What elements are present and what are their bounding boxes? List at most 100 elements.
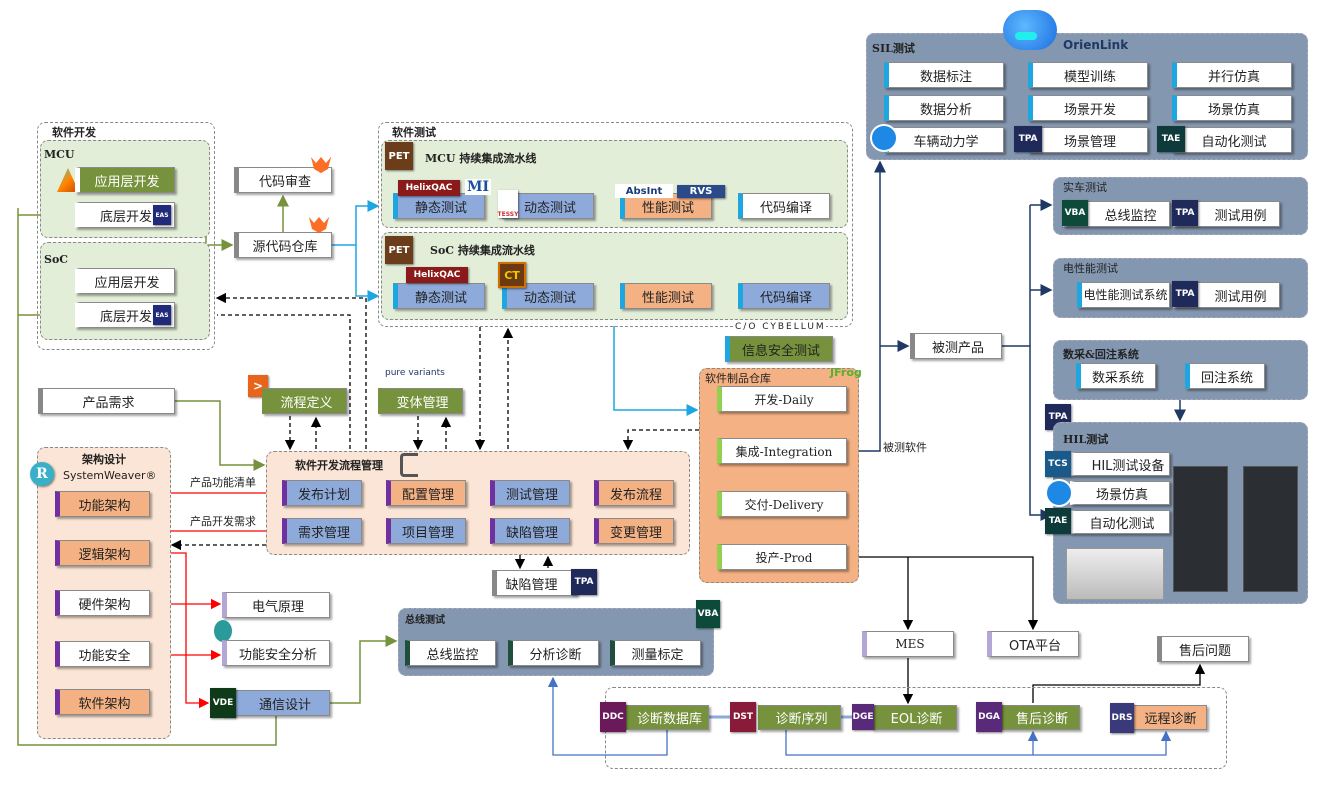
vba-icon: VBA [696, 600, 720, 628]
arch-item[interactable]: 功能安全 [55, 641, 150, 667]
tcs-icon: TCS [1045, 451, 1071, 477]
sil-item[interactable]: 并行仿真 [1172, 62, 1292, 88]
diag-db-box[interactable]: 诊断数据库 [626, 705, 709, 730]
dst-icon: DST [730, 702, 756, 732]
pm-item[interactable]: 项目管理 [386, 518, 466, 544]
dge-icon: DGE [852, 704, 874, 730]
bus-test-item[interactable]: 分析诊断 [508, 640, 599, 666]
stage-prod-box[interactable]: 投产-Prod [717, 544, 847, 570]
drs-icon: DRS [1110, 703, 1134, 733]
safety-tool-icon [214, 620, 232, 642]
bus-test-item[interactable]: 总线监控 [405, 640, 496, 666]
daq-system-box[interactable]: 数采系统 [1076, 363, 1156, 389]
jfrog-logo: JFrog [830, 366, 862, 379]
replay-system-box[interactable]: 回注系统 [1185, 363, 1265, 389]
sil-item[interactable]: 车辆动力学 [884, 127, 1004, 153]
remote-diag-box[interactable]: 远程诊断 [1130, 705, 1207, 730]
source-repo-box[interactable]: 源代码仓库 [234, 232, 332, 258]
artifact-repo-title: 软件制品仓库 [705, 372, 771, 385]
after-sales-diag-box[interactable]: 售后诊断 [1000, 705, 1080, 730]
process-def-box[interactable]: 流程定义 [262, 388, 347, 414]
sil-item[interactable]: 数据分析 [884, 95, 1004, 121]
software-under-test-label: 被测软件 [883, 441, 927, 454]
pm-item[interactable]: 需求管理 [282, 518, 362, 544]
mcu-pipeline-title: MCU 持续集成流水线 [425, 152, 537, 165]
eas-icon: EAS [153, 305, 171, 325]
soc-perf-test-box[interactable]: 性能测试 [620, 283, 712, 309]
pm-item[interactable]: 发布计划 [282, 480, 362, 506]
comm-design-box[interactable]: 通信设计 [222, 690, 330, 716]
stage-integration-box[interactable]: 集成-Integration [717, 438, 847, 464]
daq-title: 数采&回注系统 [1063, 348, 1139, 361]
pm-item[interactable]: 测试管理 [490, 480, 570, 506]
safety-analysis-box[interactable]: 功能安全分析 [222, 640, 330, 666]
arch-item[interactable]: 硬件架构 [55, 590, 150, 616]
product-under-test-box[interactable]: 被测产品 [910, 333, 1002, 359]
stage-delivery-box[interactable]: 交付-Delivery [717, 491, 847, 517]
soc-static-test-box[interactable]: 静态测试 [393, 283, 485, 309]
sil-title: SIL测试 [872, 42, 915, 55]
tpa-icon: TPA [1014, 126, 1042, 152]
sil-item[interactable]: 数据标注 [884, 62, 1004, 88]
scene-sim-box[interactable]: 场景仿真 [1070, 481, 1170, 505]
process-mgmt-title: 软件开发流程管理 [295, 459, 383, 472]
sil-item[interactable]: 场景仿真 [1172, 95, 1292, 121]
sil-item[interactable]: 自动化测试 [1172, 127, 1292, 153]
diag-seq-box[interactable]: 诊断序列 [758, 705, 841, 730]
eol-diag-box[interactable]: EOL诊断 [872, 705, 957, 730]
sil-item[interactable]: 模型训练 [1028, 62, 1148, 88]
soc-pipeline-title: SoC 持续集成流水线 [430, 244, 535, 257]
vde-icon: VDE [210, 688, 236, 718]
electrical-schematic-box[interactable]: 电气原理 [222, 592, 330, 618]
pm-item[interactable]: 变更管理 [594, 518, 674, 544]
software-dev-title: 软件开发 [52, 126, 96, 139]
speedometer-icon [870, 124, 898, 152]
product-req-box[interactable]: 产品需求 [38, 388, 175, 414]
mcu-static-test-box[interactable]: 静态测试 [393, 193, 485, 219]
auto-test-box[interactable]: 自动化测试 [1070, 510, 1170, 534]
pm-item[interactable]: 发布流程 [594, 480, 674, 506]
electrical-system-box[interactable]: 电性能测试系统 [1077, 282, 1170, 308]
pm-item[interactable]: 缺陷管理 [490, 518, 570, 544]
orienlink-cloud-icon [1003, 10, 1057, 50]
tae-icon: TAE [1045, 508, 1071, 534]
absint-logo: AbsInt [615, 184, 673, 198]
arch-item[interactable]: 逻辑架构 [55, 540, 150, 566]
code-review-box[interactable]: 代码审查 [234, 167, 332, 193]
soc-title: SoC [44, 253, 69, 266]
sil-item[interactable]: 场景管理 [1028, 127, 1148, 153]
helixqac-logo: HelixQAC [398, 180, 460, 196]
electrical-title: 电性能测试 [1063, 262, 1118, 275]
arch-title: 架构设计 [82, 453, 126, 466]
mcu-compile-box[interactable]: 代码编译 [738, 193, 830, 219]
soc-compile-box[interactable]: 代码编译 [738, 283, 830, 309]
sil-item[interactable]: 场景开发 [1028, 95, 1148, 121]
mi-logo: MI [465, 179, 491, 195]
security-test-box[interactable]: 信息安全测试 [725, 336, 833, 362]
dev-req-label: 产品开发需求 [190, 515, 256, 528]
variant-mgmt-box[interactable]: 变体管理 [378, 388, 463, 414]
hil-device-box[interactable]: HIL测试设备 [1070, 452, 1170, 476]
tae-icon: TAE [1157, 126, 1185, 152]
after-sales-issue-box[interactable]: 售后问题 [1157, 636, 1249, 662]
bus-test-item[interactable]: 测量标定 [610, 640, 701, 666]
pm-item[interactable]: 配置管理 [386, 480, 466, 506]
mes-box[interactable]: MES [862, 631, 954, 657]
r-logo-icon: R [30, 462, 54, 486]
soc-app-dev-box[interactable]: 应用层开发 [75, 268, 175, 294]
tpa-icon: TPA [1172, 281, 1198, 307]
defect-mgmt-box[interactable]: 缺陷管理 [492, 570, 577, 596]
rvs-logo: RVS [677, 185, 725, 198]
ota-box[interactable]: OTA平台 [987, 631, 1079, 657]
pet-icon: PET [385, 142, 413, 170]
software-test-group [378, 122, 853, 327]
mcu-app-dev-box[interactable]: 应用层开发 [75, 167, 175, 193]
dga-icon: DGA [976, 702, 1002, 732]
orienlink-brand: OrienLink [1063, 38, 1129, 52]
mcu-title: MCU [44, 148, 75, 161]
helixqac-logo: HelixQAC [406, 267, 468, 283]
arch-item[interactable]: 软件架构 [55, 689, 150, 715]
hil-cabinet-image [1173, 466, 1228, 592]
stage-daily-box[interactable]: 开发-Daily [717, 386, 847, 412]
arch-item[interactable]: 功能架构 [55, 491, 150, 517]
